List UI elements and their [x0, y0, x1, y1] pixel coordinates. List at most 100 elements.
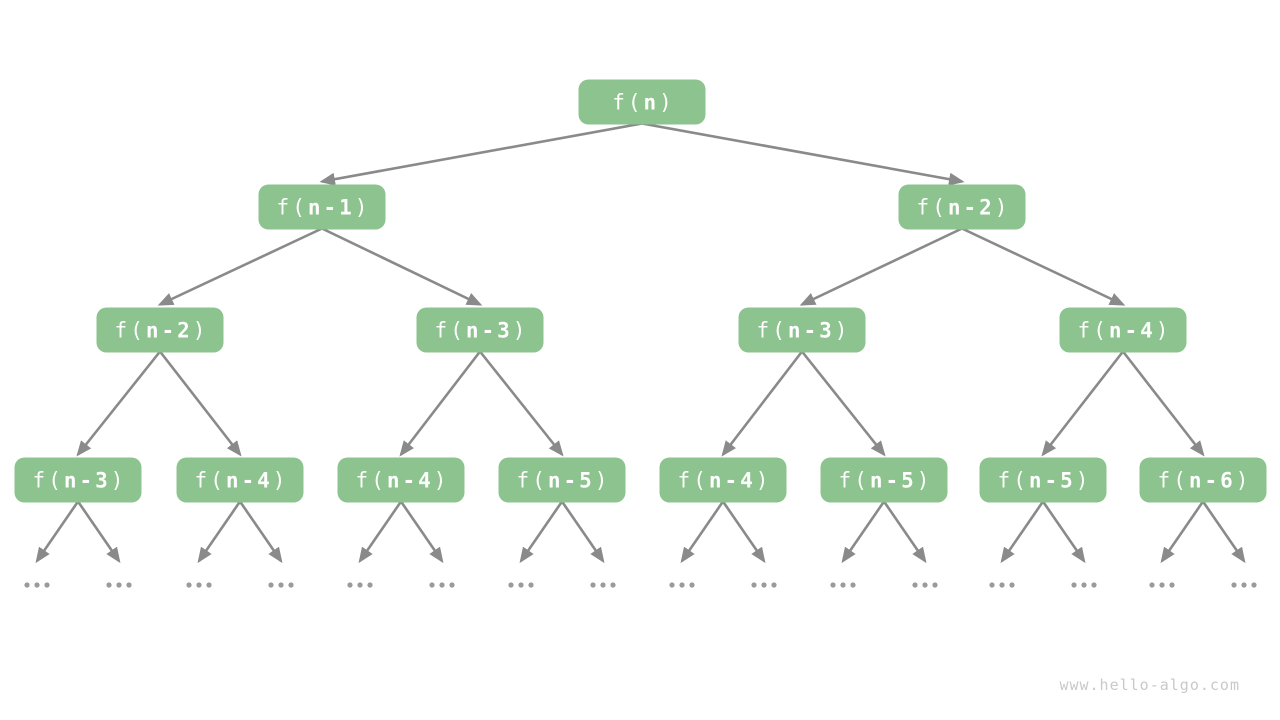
tree-node-d8: f(n-6) — [1139, 457, 1267, 503]
tree-edge-arrow — [519, 500, 564, 564]
ellipsis-dot — [689, 582, 695, 588]
node-label-b: n-2 — [947, 195, 995, 219]
ellipsis-dot — [679, 582, 685, 588]
ellipsis-dot — [850, 582, 856, 588]
node-label-pre: f( — [838, 468, 870, 492]
ellipsis-dots — [268, 582, 294, 588]
ellipsis-dots — [24, 582, 50, 588]
ellipsis-dots — [912, 582, 938, 588]
tree-edge-arrow — [321, 227, 483, 306]
node-label-post: ) — [512, 318, 529, 342]
ellipsis-dot — [518, 582, 524, 588]
node-label-b: n-4 — [225, 468, 273, 492]
tree-edge-arrow — [721, 350, 804, 457]
tree-edge-arrow — [35, 500, 80, 564]
tree-edge-arrow — [1121, 350, 1205, 457]
ellipsis-dot — [116, 582, 122, 588]
node-label-pre: f( — [355, 468, 387, 492]
ellipsis-dot — [610, 582, 616, 588]
node-label-pre: f( — [756, 318, 788, 342]
node-label-pre: f( — [1077, 318, 1109, 342]
node-label-b: n-2 — [145, 318, 193, 342]
ellipsis-dot — [761, 582, 767, 588]
ellipsis-dot — [1071, 582, 1077, 588]
ellipsis-dot — [1241, 582, 1247, 588]
tree-edge-arrow — [1201, 500, 1246, 564]
node-label-post: ) — [192, 318, 209, 342]
tree-node-d1: f(n-3) — [14, 457, 142, 503]
node-label-post: ) — [272, 468, 289, 492]
tree-node-n1a: f(n-2) — [96, 307, 224, 353]
tree-edge-arrow — [76, 500, 121, 564]
tree-edge-arrow — [319, 122, 643, 186]
ellipsis-dots — [669, 582, 695, 588]
ellipsis-dot — [34, 582, 40, 588]
tree-node-n1b: f(n-3) — [416, 307, 544, 353]
ellipsis-dots — [1149, 582, 1175, 588]
ellipsis-dot — [1091, 582, 1097, 588]
ellipsis-dot — [771, 582, 777, 588]
node-label-pre: f( — [434, 318, 466, 342]
ellipsis-dot — [268, 582, 274, 588]
ellipsis-dot — [206, 582, 212, 588]
tree-node-d2: f(n-4) — [176, 457, 304, 503]
node-label-pre: f( — [997, 468, 1029, 492]
node-label-pre: f( — [612, 90, 644, 114]
node-label-pre: f( — [516, 468, 548, 492]
ellipsis-dot — [600, 582, 606, 588]
ellipsis-dot — [126, 582, 132, 588]
tree-node-d3: f(n-4) — [337, 457, 465, 503]
ellipsis-dot — [528, 582, 534, 588]
tree-edge-arrow — [238, 500, 283, 564]
node-label-pre: f( — [677, 468, 709, 492]
node-label-b: n-5 — [547, 468, 595, 492]
node-label-pre: f( — [32, 468, 64, 492]
tree-edge-arrow — [641, 122, 965, 186]
ellipsis-dot — [830, 582, 836, 588]
ellipsis-dot — [989, 582, 995, 588]
ellipsis-dots — [1071, 582, 1097, 588]
node-label-pre: f( — [276, 195, 308, 219]
ellipsis-dot — [1081, 582, 1087, 588]
ellipsis-dots — [347, 582, 373, 588]
ellipsis-dots — [830, 582, 856, 588]
node-label-post: ) — [1075, 468, 1092, 492]
tree-edge-arrow — [799, 227, 963, 306]
ellipsis-dots — [186, 582, 212, 588]
tree-node-n2: f(n-2) — [898, 184, 1026, 230]
tree-node-n2a: f(n-3) — [738, 307, 866, 353]
ellipsis-dot — [24, 582, 30, 588]
tree-node-d7: f(n-5) — [979, 457, 1107, 503]
ellipsis-dot — [439, 582, 445, 588]
tree-edge-arrow — [358, 500, 403, 564]
tree-edge-arrow — [1160, 500, 1205, 564]
ellipsis-dot — [590, 582, 596, 588]
ellipsis-dots — [989, 582, 1015, 588]
tree-edge-arrow — [158, 350, 242, 457]
ellipsis-dot — [1169, 582, 1175, 588]
ellipsis-dot — [347, 582, 353, 588]
ellipsis-dot — [44, 582, 50, 588]
tree-edge-arrow — [399, 500, 444, 564]
node-label-post: ) — [433, 468, 450, 492]
ellipsis-dots — [590, 582, 616, 588]
tree-node-n: f(n) — [578, 79, 706, 125]
ellipsis-dots — [429, 582, 455, 588]
tree-node-d5: f(n-4) — [659, 457, 787, 503]
node-label-post: ) — [594, 468, 611, 492]
ellipsis-dot — [278, 582, 284, 588]
ellipsis-dot — [751, 582, 757, 588]
ellipsis-dot — [840, 582, 846, 588]
tree-edge-arrow — [76, 350, 162, 457]
node-label-pre: f( — [1157, 468, 1189, 492]
ellipsis-dot — [1009, 582, 1015, 588]
ellipsis-dot — [669, 582, 675, 588]
tree-edge-arrow — [721, 500, 766, 564]
node-label-b: n-4 — [386, 468, 434, 492]
node-label-post: ) — [659, 90, 675, 114]
ellipsis-dot — [922, 582, 928, 588]
node-label-post: ) — [110, 468, 127, 492]
ellipsis-dot — [932, 582, 938, 588]
